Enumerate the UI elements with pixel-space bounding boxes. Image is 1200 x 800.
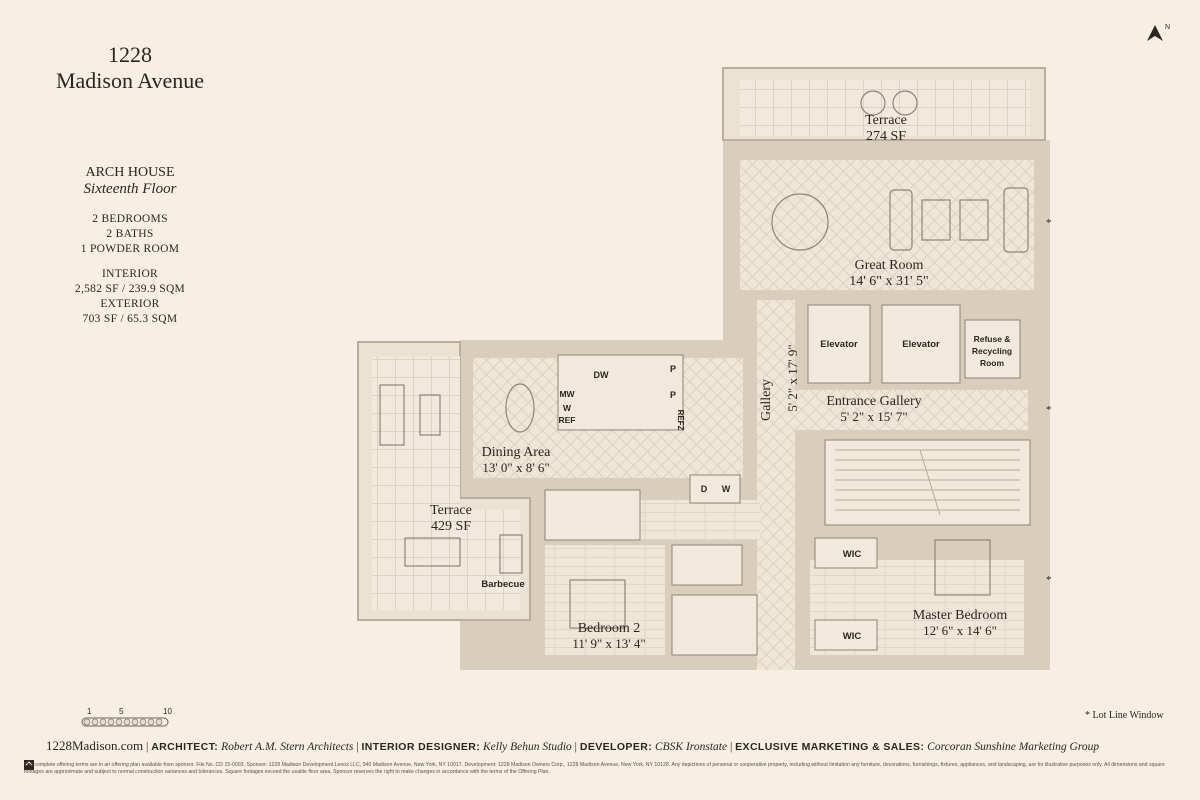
scale-bar: 1 5 10 [81, 707, 172, 727]
elevator-1-label: Elevator [820, 339, 858, 350]
terrace-left-size: 429 SF [431, 519, 471, 534]
equal-housing-icon [24, 760, 34, 770]
entrance-gallery-size: 5' 2" x 15' 7" [840, 409, 907, 424]
compass-north-label: N [1165, 24, 1170, 31]
developer-label: DEVELOPER: [579, 741, 653, 753]
building-title: 1228 Madison Avenue [30, 42, 230, 94]
wic-1-label: WIC [843, 549, 862, 560]
bedroom2-size: 11' 9" x 13' 4" [572, 636, 645, 651]
marketing-name: Corcoran Sunshine Marketing Group [927, 741, 1100, 753]
barbecue-label: Barbecue [481, 579, 524, 590]
sep-1: | [146, 741, 149, 753]
unit-heading: ARCH HOUSE Sixteenth Floor [30, 164, 230, 198]
elevator-2-label: Elevator [902, 339, 940, 350]
master-name: Master Bedroom [913, 608, 1008, 623]
p-label-1: P [670, 364, 676, 374]
dw-label: DW [594, 370, 609, 380]
architect-name: Robert A.M. Stern Architects [221, 741, 354, 753]
lot-line-star-3: * [1046, 574, 1052, 586]
unit-specs: 2 BEDROOMS 2 BATHS 1 POWDER ROOM INTERIO… [30, 212, 230, 327]
dining-name: Dining Area [482, 445, 552, 460]
gallery-floor [757, 300, 795, 670]
p-label-2: P [670, 390, 676, 400]
service-rooms [544, 354, 878, 656]
building-core [795, 290, 1031, 526]
entrance-gallery-floor [795, 390, 1028, 430]
refuse-label-2: Recycling [972, 346, 1012, 356]
marketing-label: EXCLUSIVE MARKETING & SALES: [735, 741, 925, 753]
entrance-gallery-name: Entrance Gallery [826, 394, 921, 409]
great-room-name: Great Room [855, 258, 924, 273]
bedrooms-count: 2 BEDROOMS [92, 213, 168, 225]
scale-mark-1: 1 [87, 707, 92, 716]
d-label: D [701, 484, 708, 494]
lot-line-markers: * * * [1046, 217, 1052, 586]
scale-mark-5: 5 [119, 707, 124, 716]
designer-name: Kelly Behun Studio [482, 741, 572, 753]
powder-count: 1 POWDER ROOM [80, 243, 180, 255]
baths-count: 2 BATHS [106, 228, 154, 240]
interior-label: INTERIOR [101, 268, 159, 280]
lot-line-star-1: * [1046, 217, 1052, 229]
ref-label: REF [559, 415, 576, 425]
architect-label: ARCHITECT: [151, 741, 219, 753]
great-room-size: 14' 6" x 31' 5" [849, 274, 928, 289]
exterior-label: EXTERIOR [100, 298, 160, 310]
unit-name: ARCH HOUSE [85, 165, 175, 180]
gallery-name: Gallery [759, 379, 774, 421]
interior-value: 2,582 SF / 239.9 SQM [74, 283, 186, 295]
compass-icon: N [1147, 24, 1170, 41]
wic-2-label: WIC [843, 631, 862, 642]
sep-2: | [356, 741, 359, 753]
furniture [379, 90, 1029, 629]
sep-4: | [729, 741, 733, 753]
terrace-top-tiles [740, 80, 1030, 136]
address-line-1: 1228 [108, 42, 152, 67]
terrace-top-name: Terrace [865, 113, 907, 128]
exterior-value: 703 SF / 65.3 SQM [82, 313, 178, 325]
unit-floor: Sixteenth Floor [83, 181, 177, 197]
lot-line-star-2: * [1046, 404, 1052, 416]
area-info: INTERIOR 2,582 SF / 239.9 SQM EXTERIOR 7… [30, 267, 230, 327]
bedroom2-floor [545, 545, 665, 655]
designer-label: INTERIOR DESIGNER: [361, 741, 481, 753]
bedroom2-name: Bedroom 2 [578, 621, 641, 636]
fine-print: The complete offering terms are in an of… [24, 762, 1165, 775]
sep-3: | [574, 741, 577, 753]
mw-label: MW [559, 389, 575, 399]
terrace-left-tiles [372, 356, 520, 610]
terrace-top-size: 274 SF [866, 129, 906, 144]
developer-name: CBSK Ironstate [654, 741, 728, 753]
room-labels: Terrace 274 SF Great Room 14' 6" x 31' 5… [430, 113, 1012, 651]
hall-floor [640, 500, 760, 540]
website-link[interactable]: 1228Madison.com [46, 738, 144, 753]
scale-mark-10: 10 [163, 707, 172, 716]
dining-size: 13' 0" x 8' 6" [482, 460, 549, 475]
great-room-floor [740, 160, 1034, 290]
refuse-label-3: Room [980, 358, 1005, 368]
gallery-size: 5' 2" x 17' 9" [785, 344, 800, 411]
master-size: 12' 6" x 14' 6" [923, 623, 997, 638]
address-line-2: Madison Avenue [55, 68, 205, 93]
room-counts: 2 BEDROOMS 2 BATHS 1 POWDER ROOM [30, 212, 230, 257]
footer-credits: 1228Madison.com | ARCHITECT: Robert A.M.… [46, 738, 1186, 754]
terrace-left-name: Terrace [430, 503, 472, 518]
refz-label: REFZ [676, 410, 685, 431]
w-laundry-label: W [722, 484, 731, 494]
lot-line-note: * Lot Line Window [1085, 710, 1164, 721]
w-label: W [563, 403, 572, 413]
refuse-label-1: Refuse & [974, 334, 1011, 344]
